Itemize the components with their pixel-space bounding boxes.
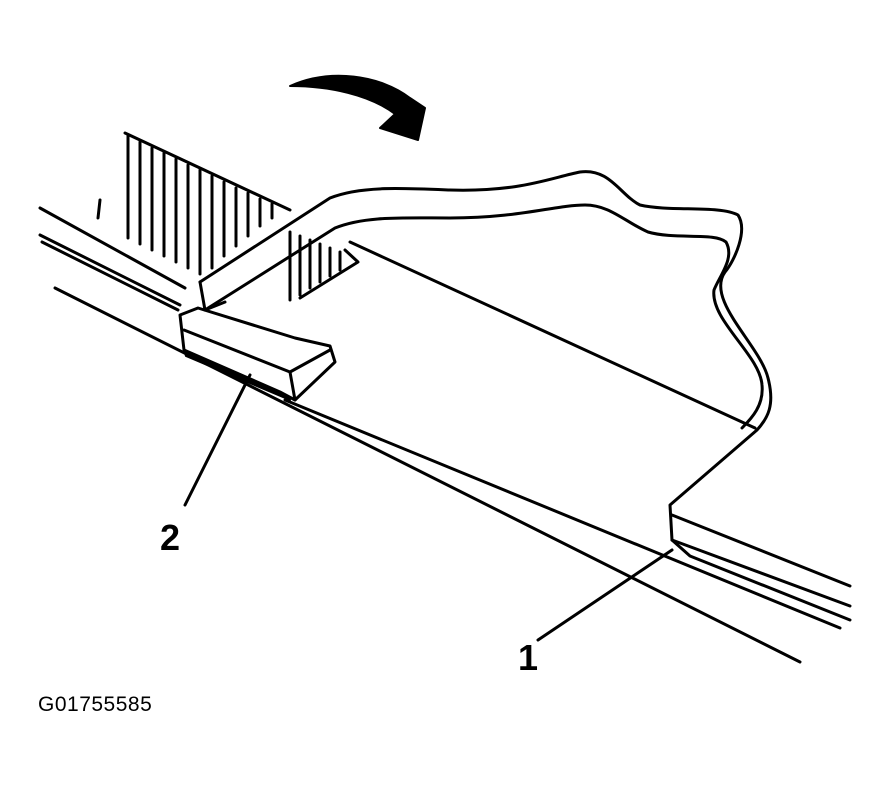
retainer-clip-shadow bbox=[183, 349, 291, 401]
leader-line-1 bbox=[536, 548, 674, 642]
panel-edges bbox=[38, 206, 842, 664]
callout-2: 2 bbox=[160, 517, 181, 558]
leader-line-2 bbox=[183, 373, 252, 507]
ribbed-block bbox=[96, 131, 360, 302]
curved-arrow-icon bbox=[289, 74, 426, 141]
trim-molding bbox=[198, 170, 852, 622]
callout-1: 1 bbox=[518, 637, 539, 678]
figure-id: G01755585 bbox=[38, 693, 153, 716]
